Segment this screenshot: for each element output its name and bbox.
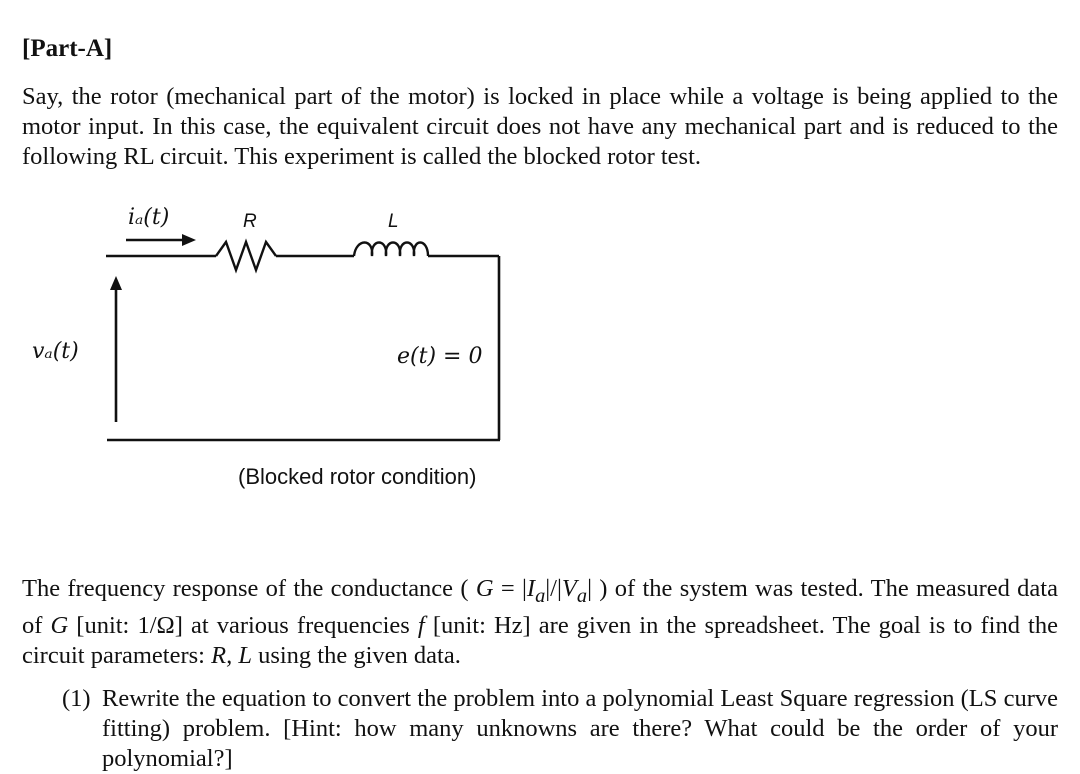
current-arrow-head [182,234,196,246]
intro-paragraph: Say, the rotor (mechanical part of the m… [22,83,1058,170]
emf-label: e(t) = 0 [397,344,482,369]
current-label: iₐ(t) [128,205,169,230]
section-heading: [Part-A] [22,35,113,62]
resistor-label: R [243,211,257,232]
question-text: Rewrite the equation to convert the prob… [102,685,1058,772]
inductor-symbol [352,241,430,257]
question-item: (1) Rewrite the equation to convert the … [62,684,1058,774]
frequency-response-paragraph: The frequency response of the conductanc… [22,575,1058,669]
question-number: (1) [62,685,91,712]
circuit-caption: (Blocked rotor condition) [238,464,476,489]
rl-circuit-diagram: iₐ(t) R L vₐ(t) e(t) = 0 (Blocked rotor … [32,205,501,489]
resistor-symbol [215,238,277,274]
voltage-arrow-head [110,276,122,290]
inductor-label: L [388,211,399,232]
voltage-label: vₐ(t) [32,339,79,364]
conductance-symbol: G [475,575,494,602]
